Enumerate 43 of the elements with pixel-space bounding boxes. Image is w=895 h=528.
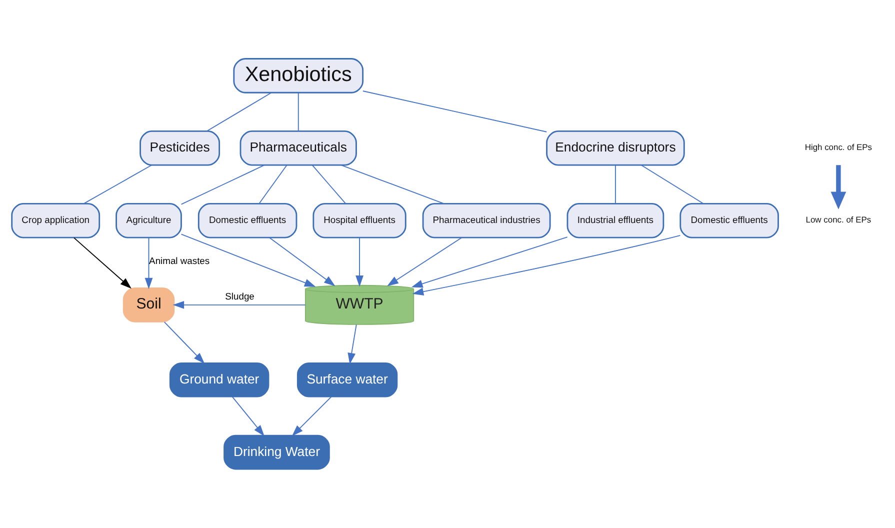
node-text: High conc. of EPs <box>804 142 872 152</box>
arrow <box>292 396 332 436</box>
connector <box>614 164 616 204</box>
node-box: Crop application <box>11 202 100 238</box>
connector <box>362 90 548 132</box>
connector <box>258 164 288 204</box>
node-box: Agriculture <box>116 202 182 238</box>
node-box: Pesticides <box>140 130 220 166</box>
node-box: Soil <box>122 288 175 322</box>
connector <box>84 164 152 204</box>
arrow <box>411 236 568 288</box>
node-box: Industrial effluents <box>566 202 664 238</box>
arrow <box>74 237 132 289</box>
arrow <box>268 237 336 286</box>
arrow <box>180 234 316 287</box>
edge-label: Animal wastes <box>149 254 210 266</box>
node-box: Domestic effluents <box>198 202 298 238</box>
connector <box>298 92 299 132</box>
arrow <box>232 396 264 436</box>
arrow <box>830 165 846 210</box>
connector <box>312 164 346 204</box>
connector <box>640 164 704 204</box>
arrow <box>164 322 205 364</box>
connector <box>180 164 265 205</box>
node-box: Pharmaceuticals <box>240 130 357 166</box>
arrow <box>348 324 357 364</box>
arrow <box>172 300 306 309</box>
connector <box>340 164 444 204</box>
node-box: Ground water <box>169 362 270 398</box>
arrow <box>356 237 364 287</box>
node-text: Low conc. of EPs <box>806 214 872 225</box>
node-box: Surface water <box>296 362 398 398</box>
node-box: Hospital effluents <box>312 202 406 238</box>
node-box: Endocrine disruptors <box>546 130 685 166</box>
node-box: Pharmaceutical industries <box>422 202 551 238</box>
node-box: Domestic effluents <box>680 202 779 238</box>
arrow <box>144 237 153 290</box>
connector <box>206 92 272 132</box>
edge-label: Sludge <box>225 290 254 302</box>
arrow <box>387 237 462 286</box>
arrow <box>412 234 681 296</box>
node-box: Xenobiotics <box>233 58 364 94</box>
node-box: Drinking Water <box>224 434 330 470</box>
